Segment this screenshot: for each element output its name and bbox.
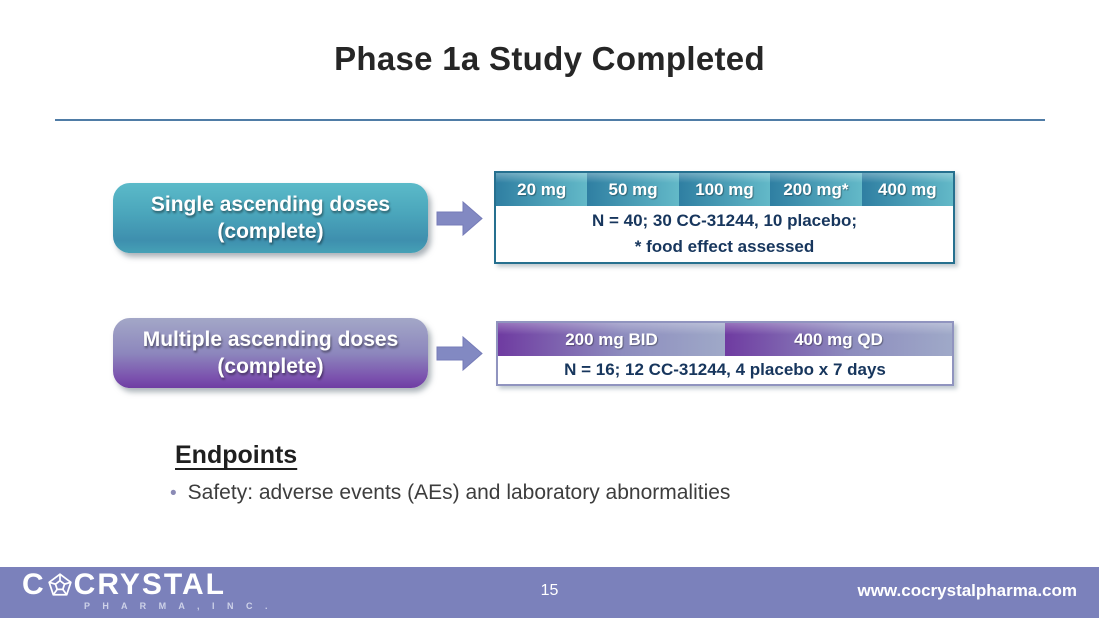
logo-suffix: CRYSTAL xyxy=(73,568,226,601)
logo-subtitle: P H A R M A , I N C . xyxy=(84,601,273,611)
mad-dose-header-row: 200 mg BID 400 mg QD xyxy=(498,323,952,356)
sad-note-line2: * food effect assessed xyxy=(634,237,815,256)
mad-note: N = 16; 12 CC-31244, 4 placebo x 7 days xyxy=(498,356,952,384)
right-arrow-icon xyxy=(436,200,483,237)
website-url: www.cocrystalpharma.com xyxy=(857,581,1077,600)
mad-dose-cell-400mg-qd: 400 mg QD xyxy=(725,323,952,356)
sad-dose-cell-20mg: 20 mg xyxy=(496,173,588,206)
mad-dose-cell-200mg-bid: 200 mg BID xyxy=(498,323,725,356)
endpoints-heading: Endpoints xyxy=(175,441,298,469)
footer-bar: C CRYSTAL P H A R M A , I N C . 15 www.c… xyxy=(0,567,1099,618)
mad-note-line1: N = 16; 12 CC-31244, 4 placebo x 7 days xyxy=(564,360,886,379)
slide-title: Phase 1a Study Completed xyxy=(334,40,765,77)
sad-note-line1: N = 40; 30 CC-31244, 10 placebo; xyxy=(591,211,858,230)
cocrystal-logo: C CRYSTAL P H A R M A , I N C . xyxy=(22,570,273,612)
page-number: 15 xyxy=(540,582,559,599)
logo-prefix: C xyxy=(22,568,46,601)
single-ascending-doses-label-line1: Single ascending doses xyxy=(150,193,391,216)
crystal-gem-icon xyxy=(47,573,72,596)
sad-dose-header-row: 20 mg 50 mg 100 mg 200 mg* 400 mg xyxy=(496,173,954,206)
multiple-ascending-doses-box: Multiple ascending doses (complete) xyxy=(113,318,428,388)
right-arrow-icon xyxy=(436,335,483,372)
multiple-ascending-doses-label-line1: Multiple ascending doses xyxy=(142,328,399,351)
sad-note: N = 40; 30 CC-31244, 10 placebo; * food … xyxy=(496,206,953,262)
logo-wordmark: C CRYSTAL xyxy=(22,570,273,600)
sad-dose-cell-50mg: 50 mg xyxy=(587,173,679,206)
mad-dose-table: 200 mg BID 400 mg QD N = 16; 12 CC-31244… xyxy=(496,321,954,386)
sad-dose-cell-400mg: 400 mg xyxy=(861,173,954,206)
title-divider xyxy=(55,119,1045,121)
single-ascending-doses-label-line2: (complete) xyxy=(217,220,324,243)
endpoints-bullet-text: Safety: adverse events (AEs) and laborat… xyxy=(187,481,731,504)
sad-dose-cell-100mg: 100 mg xyxy=(678,173,771,206)
sad-dose-table: 20 mg 50 mg 100 mg 200 mg* 400 mg N = 40… xyxy=(494,171,955,264)
single-ascending-doses-box: Single ascending doses (complete) xyxy=(113,183,428,253)
bullet-icon: • xyxy=(170,483,177,504)
sad-dose-cell-200mg: 200 mg* xyxy=(770,173,862,206)
endpoints-bullet: • Safety: adverse events (AEs) and labor… xyxy=(170,481,730,505)
multiple-ascending-doses-label-line2: (complete) xyxy=(217,355,324,378)
